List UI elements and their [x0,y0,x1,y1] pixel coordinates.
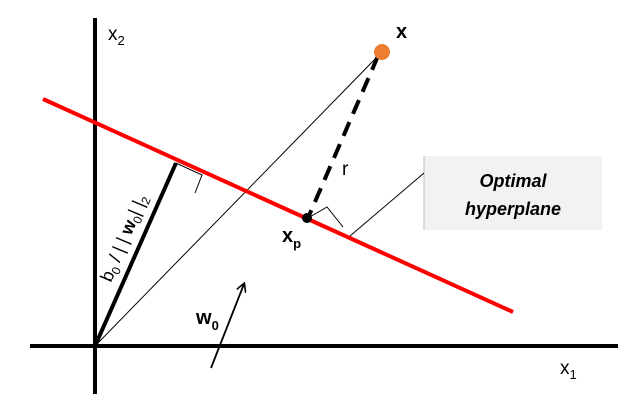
hyperplane-line [42,97,514,314]
point-x-marker [374,44,390,60]
right-angle-mark-projection [307,206,344,228]
callout-line2: hyperplane [465,199,561,219]
callout-leader-line [349,172,425,237]
offset-distance-label: b0 / | | w0| |2 [96,191,154,286]
distance-r-line [306,55,380,219]
point-x-label: x [396,21,407,43]
distance-r-label: r [342,159,349,180]
offset-segment [93,162,178,347]
x2-axis-label: x2 [108,24,125,48]
x1-axis-label: x1 [560,358,577,382]
callout-line1: Optimal [479,171,547,191]
projection-label: xp [282,225,301,251]
origin-to-x-line [94,55,379,347]
weight-vector-label: w0 [195,307,219,333]
weight-vector-arrow [210,284,244,369]
callout-box [424,156,602,230]
projection-point-marker [302,213,312,223]
right-angle-mark-offset [175,162,203,194]
